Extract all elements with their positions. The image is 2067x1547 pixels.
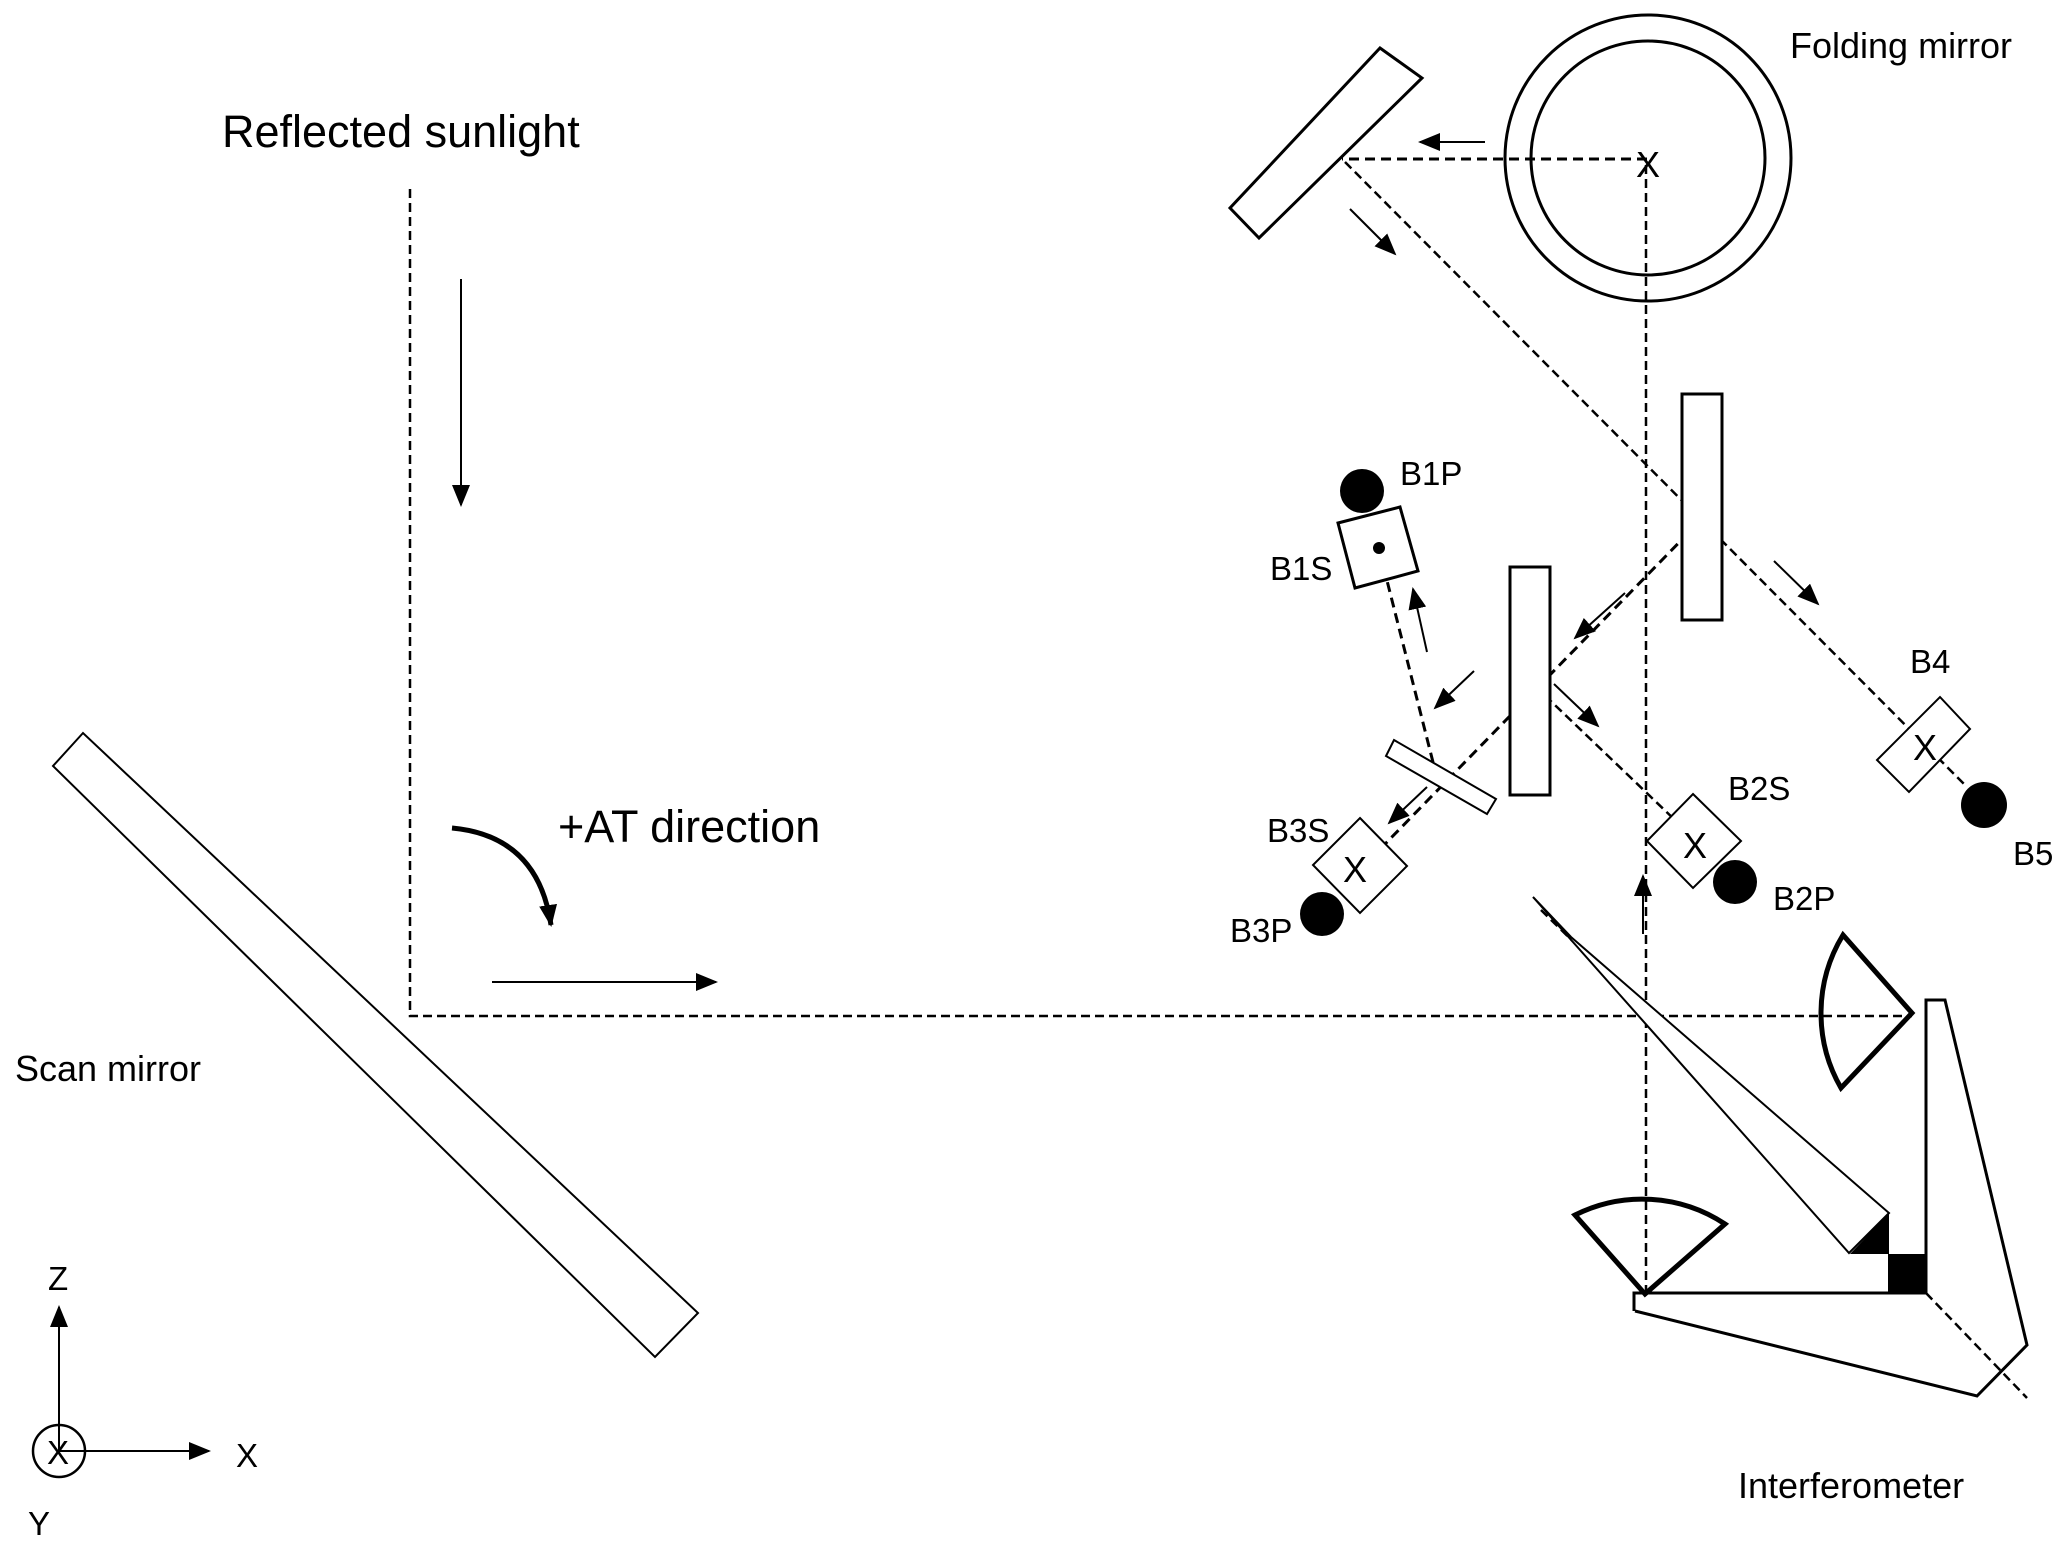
b1p-label: B1P xyxy=(1400,455,1462,492)
arrow-down-right-b2 xyxy=(1553,683,1600,728)
input-beam-path xyxy=(408,189,1912,1018)
interferometer-label: Interferometer xyxy=(1738,1465,1964,1506)
direction-arrows xyxy=(451,133,1820,991)
arrow-down-left-1 xyxy=(1573,592,1626,640)
interferometer-black-wedge xyxy=(1850,1213,1889,1254)
b2s-x-mark: X xyxy=(1683,825,1707,866)
x-axis-label: X xyxy=(236,1437,258,1474)
b1s-beam-dot xyxy=(1373,542,1385,554)
small-dichroic-plate xyxy=(1384,738,1498,816)
beam-to-b1s xyxy=(1377,548,1439,779)
interferometer-frame xyxy=(1632,998,2029,1398)
reflected-sunlight-label: Reflected sunlight xyxy=(222,106,580,157)
interferometer-black-block xyxy=(1888,1254,1926,1293)
b4-detector xyxy=(1875,695,1972,794)
output-beam-path xyxy=(1925,1292,2028,1399)
b2s-label: B2S xyxy=(1728,770,1790,807)
arrow-up-b1s xyxy=(1408,587,1428,653)
y-axis-label: Y xyxy=(28,1505,50,1542)
z-axis-label: Z xyxy=(48,1260,68,1297)
b3p-label: B3P xyxy=(1230,912,1292,949)
b2p-label: B2P xyxy=(1773,880,1835,917)
flat-mirror xyxy=(1227,46,1425,241)
at-direction-label: +AT direction xyxy=(558,801,820,852)
b4-x-mark: X xyxy=(1913,727,1937,768)
b3s-label: B3S xyxy=(1267,812,1329,849)
y-axis-into-page-mark: X xyxy=(47,1434,69,1471)
folding-mirror-label: Folding mirror xyxy=(1790,25,2012,66)
at-direction-curved-arrow xyxy=(451,825,558,927)
b3p-detector xyxy=(1300,892,1344,936)
arrow-down-right-b4 xyxy=(1773,560,1820,606)
b4-label: B4 xyxy=(1910,643,1950,680)
b2s-detector xyxy=(1645,792,1743,890)
scan-mirror xyxy=(51,731,700,1359)
b3s-detector xyxy=(1311,816,1409,915)
left-cube-corner xyxy=(1570,1196,1730,1298)
dichroic-1 xyxy=(1680,392,1724,622)
folding-mirror-x-mark: X xyxy=(1636,144,1660,185)
scan-mirror-label: Scan mirror xyxy=(15,1048,201,1089)
right-cube-corner xyxy=(1818,930,1916,1093)
b3s-x-mark: X xyxy=(1343,849,1367,890)
arrow-down-left-2 xyxy=(1433,670,1475,710)
b5-detector xyxy=(1961,782,2007,828)
y-axis-into-page-icon xyxy=(31,1423,87,1479)
b1s-label: B1S xyxy=(1270,550,1332,587)
diagonal-beam-b4-b5 xyxy=(1344,161,1968,788)
folding-mirror-inner-ring xyxy=(1529,39,1767,277)
b1p-detector xyxy=(1340,469,1384,513)
arrow-down-right-1 xyxy=(1349,208,1397,256)
interferometer xyxy=(1532,896,2029,1398)
b5-label: B5 xyxy=(2013,835,2053,872)
dichroic-2 xyxy=(1508,565,1552,797)
folding-mirror-outer-ring xyxy=(1503,13,1793,303)
coordinate-axes: X Z X Y xyxy=(28,1260,258,1542)
b2p-detector xyxy=(1713,860,1757,904)
arrow-down-left-b3 xyxy=(1387,786,1428,825)
